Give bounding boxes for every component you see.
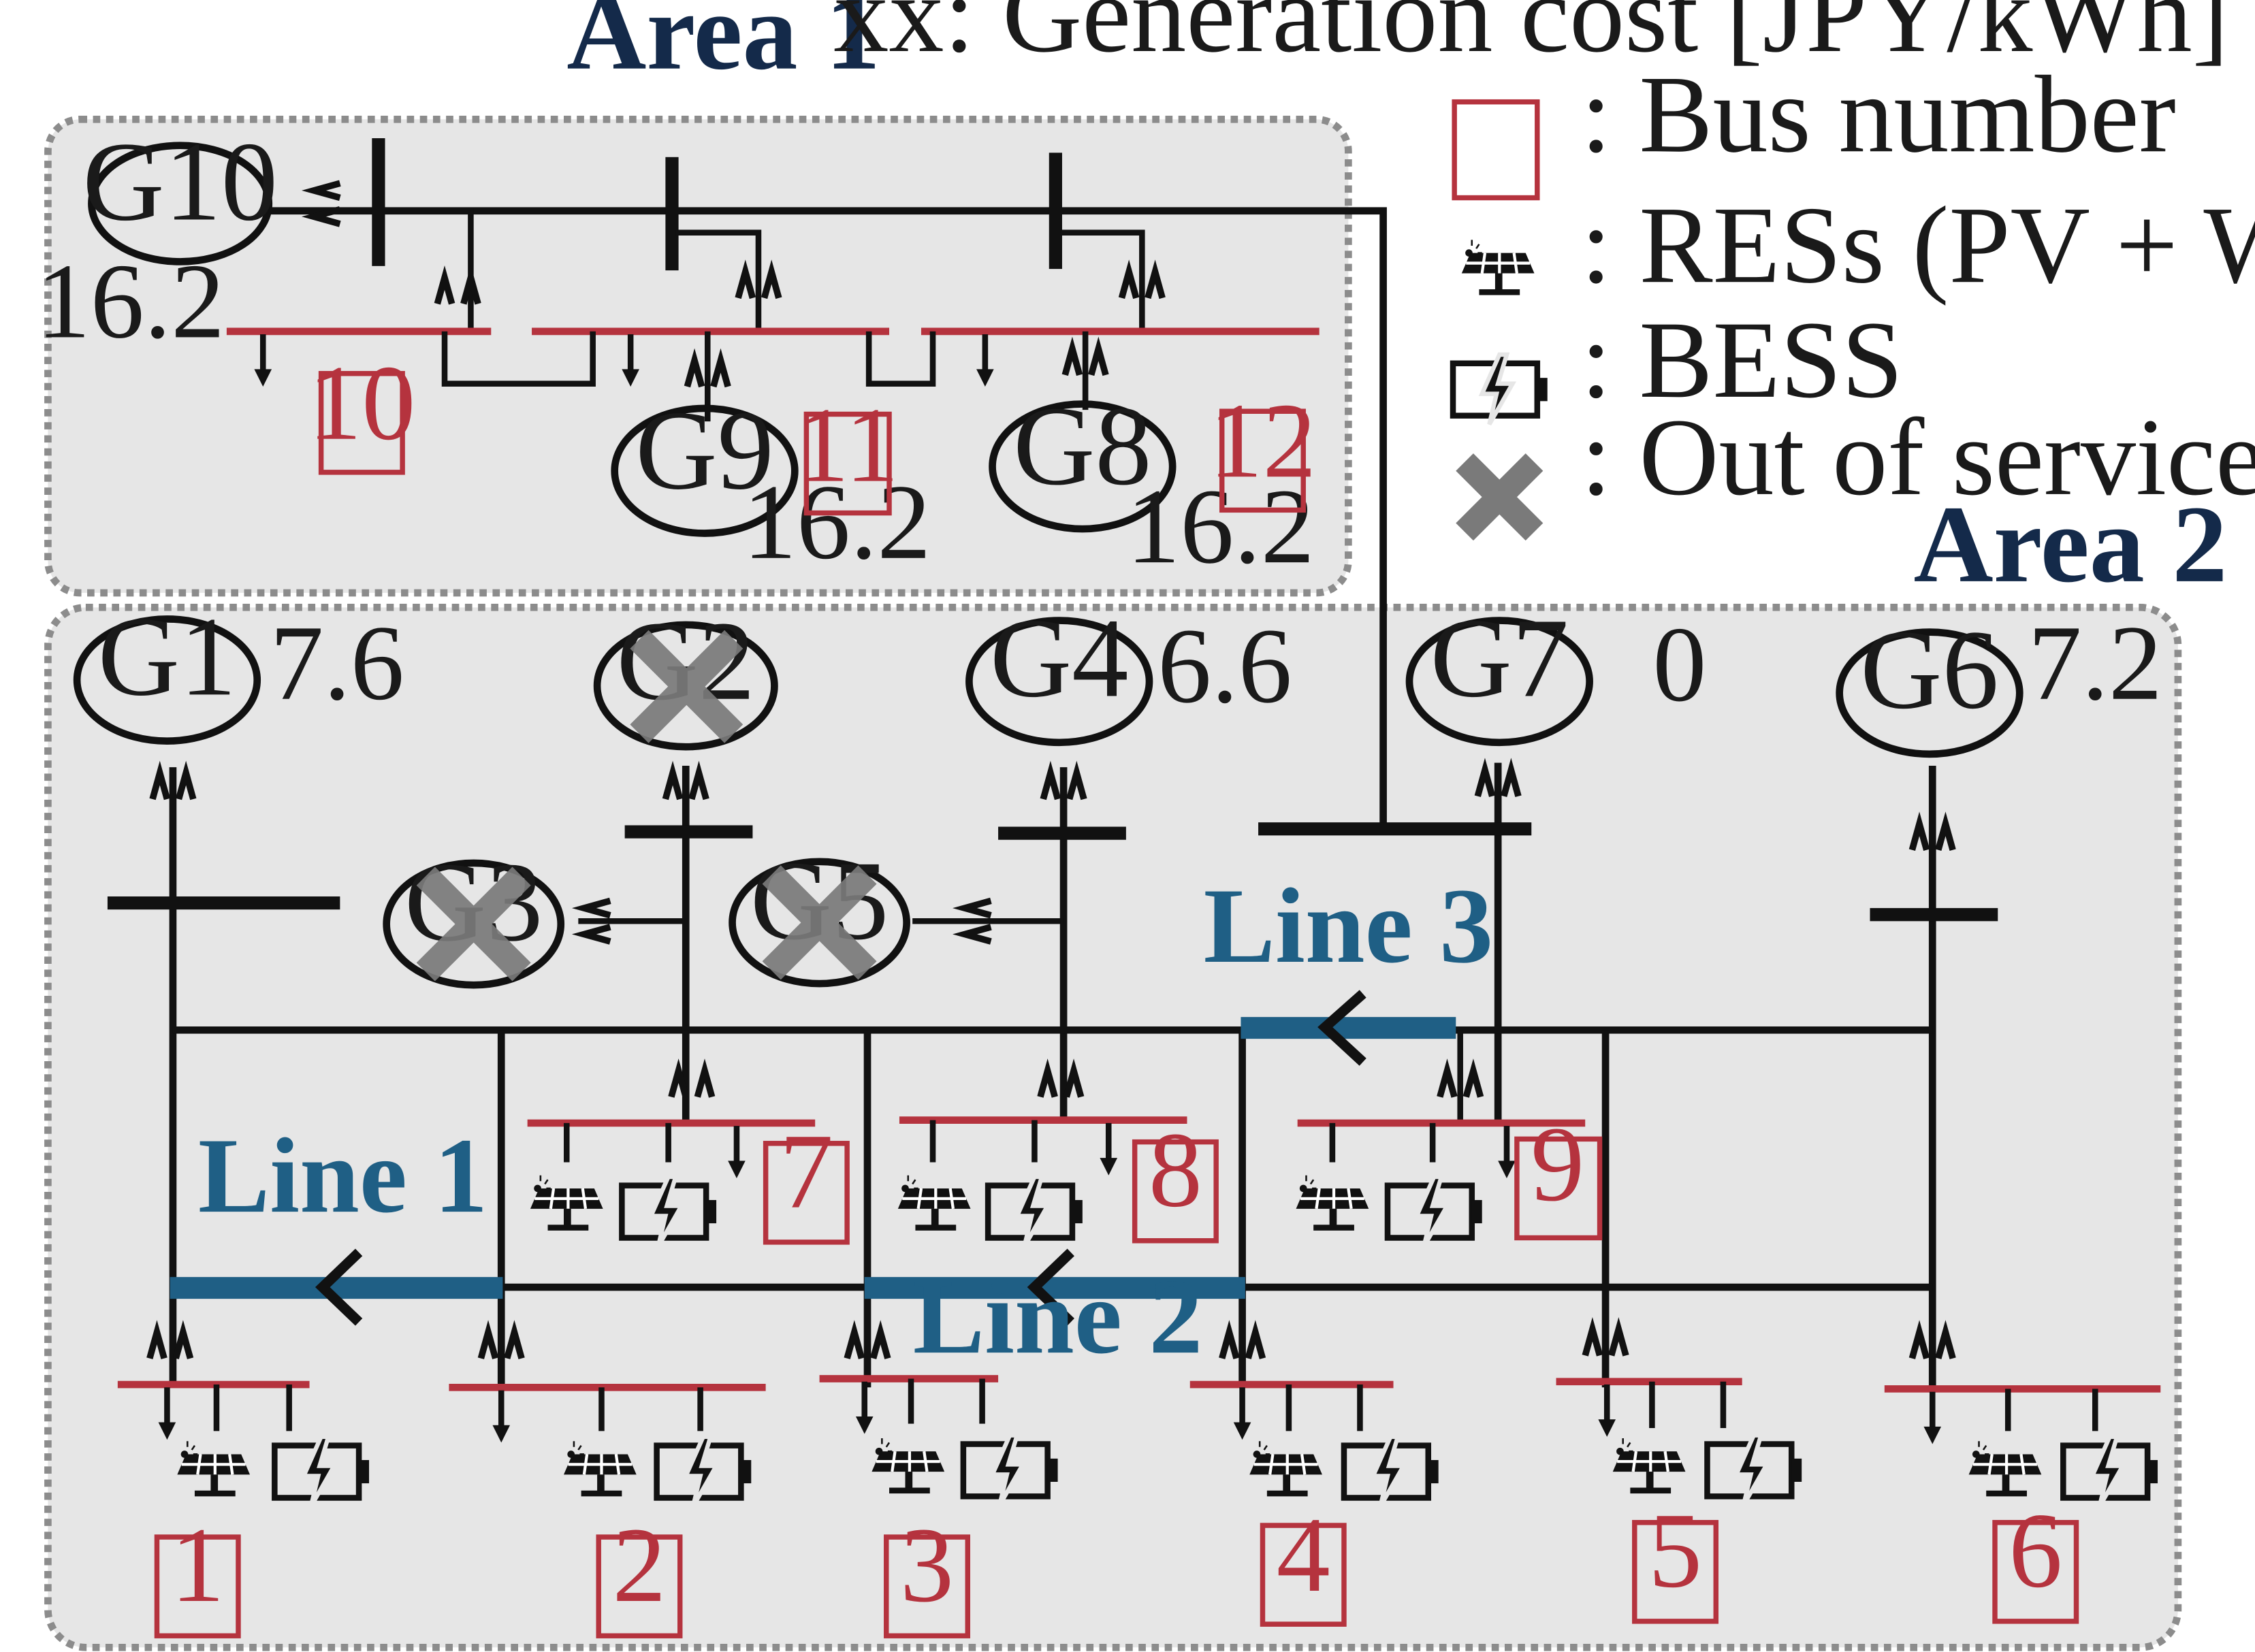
bus-9: 9 [1514, 1105, 1603, 1241]
g9-cost: 16.2 [743, 463, 931, 582]
legend-x-icon [1456, 453, 1544, 541]
generator-g8: G8 [989, 384, 1177, 533]
bus-7: 7 [763, 1112, 850, 1245]
bus-3-group: 3 [819, 1332, 1058, 1638]
svg-text:G1: G1 [98, 594, 236, 719]
bus-11: 11 [795, 386, 899, 516]
svg-text:G7: G7 [1430, 596, 1569, 722]
legend: xx: Generation cost [JPY/kWh] : Bus numb… [833, 0, 2255, 541]
bus-9-group: 9 [1296, 1071, 1603, 1246]
svg-text:G3: G3 [404, 840, 543, 965]
generator-g2: G2 [593, 599, 778, 751]
svg-text:12: 12 [1209, 381, 1317, 500]
generator-g5: G5 [729, 839, 910, 988]
out-of-service-x-g3 [416, 867, 531, 982]
svg-text:5: 5 [1648, 1491, 1702, 1610]
svg-text:10: 10 [308, 344, 415, 463]
bus-5: 5 [1632, 1491, 1719, 1624]
bus-12: 12 [1209, 381, 1317, 513]
generator-g10: G10 [82, 120, 278, 265]
g7-cost: 0 [1652, 605, 1706, 724]
generator-g9: G9 [611, 388, 799, 537]
line2-highlight [864, 1277, 1245, 1299]
svg-text:G6: G6 [1860, 608, 1998, 733]
svg-text:G4: G4 [990, 596, 1128, 722]
g4-cost: 6.6 [1157, 606, 1292, 726]
area2-title: Area 2 [1914, 483, 2228, 606]
line3-highlight [1241, 1017, 1456, 1039]
svg-text:6: 6 [2009, 1491, 2062, 1610]
generator-g3: G3 [383, 840, 565, 989]
legend-title: xx: Generation cost [JPY/kWh] [833, 0, 2228, 76]
bus-8: 8 [1132, 1111, 1219, 1244]
bus-4-group: 4 [1189, 1332, 1439, 1627]
legend-bus-icon [1452, 99, 1540, 201]
svg-text:7: 7 [780, 1112, 833, 1231]
svg-text:G10: G10 [82, 120, 278, 245]
generator-g7: G7 [1405, 596, 1593, 747]
area1-title: Area 1 [566, 0, 880, 93]
bus-1: 1 [154, 1506, 241, 1638]
bus-7-group: 7 [527, 1030, 850, 1246]
out-of-service-x-g2 [630, 630, 743, 743]
bus-6-group: 6 [1884, 1332, 2161, 1624]
g1-cost: 7.6 [270, 604, 404, 723]
bus-5-group: 5 [1556, 1329, 1802, 1624]
bus-3: 3 [884, 1506, 970, 1638]
svg-text:9: 9 [1531, 1105, 1584, 1224]
svg-text:11: 11 [795, 386, 899, 505]
svg-text:3: 3 [900, 1506, 954, 1625]
bus-6: 6 [1992, 1491, 2079, 1624]
svg-text:G8: G8 [1013, 384, 1151, 509]
svg-text:8: 8 [1149, 1111, 1202, 1230]
bus-2-group: 2 [449, 1332, 766, 1638]
bus-1-group: 1 [117, 1332, 369, 1638]
g10-cost: 16.2 [37, 242, 225, 361]
line1-label: Line 1 [198, 1116, 488, 1235]
line3-label: Line 3 [1204, 867, 1494, 986]
legend-out-of-service: : Out of service [1581, 396, 2255, 519]
svg-text:G9: G9 [635, 388, 773, 513]
legend-res: : RESs (PV + WT) [1581, 184, 2255, 306]
svg-text:2: 2 [612, 1506, 666, 1625]
svg-text:1: 1 [171, 1506, 225, 1625]
legend-bus-number: : Bus number [1581, 53, 2176, 176]
bus-10: 10 [308, 344, 415, 475]
generator-g4: G4 [965, 596, 1153, 747]
svg-text:G5: G5 [750, 839, 889, 964]
legend-battery-icon [1453, 355, 1548, 424]
bus-8-group: 8 [898, 1071, 1219, 1246]
generator-g6: G6 [1836, 608, 2024, 758]
legend-pv-icon [1462, 240, 1535, 295]
svg-text:4: 4 [1277, 1495, 1330, 1615]
generator-g1: G1 [73, 594, 261, 745]
line2-label: Line 2 [913, 1257, 1203, 1376]
out-of-service-x-g5 [762, 865, 877, 980]
g6-cost: 7.2 [2028, 604, 2162, 723]
legend-bess: : BESS [1581, 299, 1903, 421]
bus-4: 4 [1260, 1495, 1347, 1627]
bus-2: 2 [596, 1506, 683, 1638]
